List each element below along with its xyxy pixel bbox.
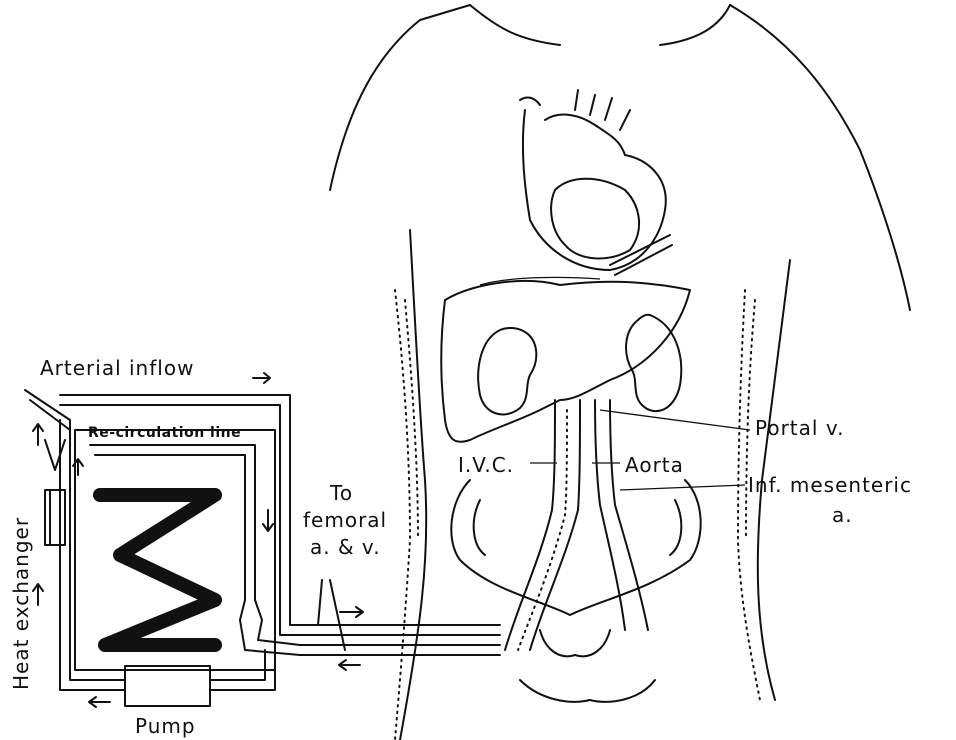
coil-tube: [100, 495, 215, 645]
to-femoral-label-line3: a. & v.: [310, 535, 381, 559]
aorta-label: Aorta: [625, 453, 684, 477]
to-femoral-label-line2: femoral: [303, 508, 387, 532]
portal-vein-label: Portal v.: [755, 416, 844, 440]
recirculation-line-label: Re-circulation line: [88, 425, 241, 441]
heat-exchanger-device: [45, 440, 65, 545]
inf-mesenteric-label-line2: a.: [832, 503, 853, 527]
arterial-inflow-label: Arterial inflow: [40, 356, 194, 380]
pump-label: Pump: [135, 714, 196, 738]
pelvis: [451, 480, 700, 702]
inf-mesenteric-label-line1: Inf. mesenteric: [748, 473, 912, 497]
pump-box: [125, 666, 210, 706]
leader-lines: [530, 410, 750, 490]
to-femoral-label-line1: To: [329, 481, 353, 505]
heat-exchanger-label: Heat exchanger: [9, 517, 33, 690]
ivc-label: I.V.C.: [458, 453, 514, 477]
body-outline: [330, 5, 910, 740]
heart: [520, 90, 672, 275]
